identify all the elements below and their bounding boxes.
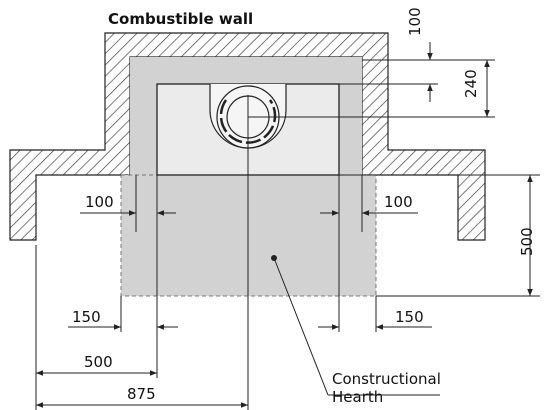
dim-label-wall-gap-top: 100: [406, 7, 424, 36]
dim-label-to-flue-center: 875: [127, 385, 156, 403]
title-combustible-wall: Combustible wall: [108, 10, 254, 28]
dim-label-side-right: 100: [384, 193, 413, 211]
dim-label-to-stove-edge: 500: [84, 353, 113, 371]
hearth-callout-leader: [273, 257, 329, 396]
hearth-label-line2: Hearth: [332, 388, 384, 406]
hearth-label-line1: Constructional: [332, 370, 441, 388]
dim-label-side-hearth-left: 150: [72, 308, 101, 326]
dim-label-hearth-depth-behind: 240: [462, 69, 480, 98]
dim-label-side-hearth-right: 150: [395, 308, 424, 326]
dim-label-side-left: 100: [85, 193, 114, 211]
dim-label-hearth-front: 500: [518, 227, 536, 256]
